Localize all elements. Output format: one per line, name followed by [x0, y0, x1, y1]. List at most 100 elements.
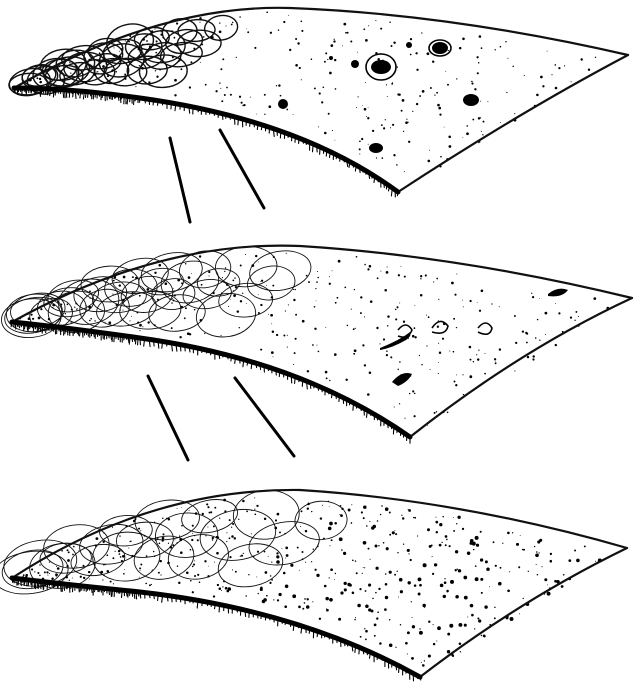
speckle	[44, 571, 46, 573]
speckle	[348, 509, 351, 512]
speckle	[397, 571, 398, 572]
lesion	[351, 60, 359, 68]
speckle	[96, 71, 97, 72]
speckle	[453, 517, 454, 518]
speckle	[363, 28, 365, 30]
speckle	[480, 578, 483, 581]
speckle	[125, 78, 127, 80]
speckle	[514, 113, 515, 114]
speckle	[285, 547, 288, 550]
speckle	[246, 511, 248, 513]
edge-hair	[245, 610, 246, 616]
edge-hair	[388, 422, 389, 428]
edge-hair	[355, 646, 356, 653]
edge-hair	[237, 608, 238, 612]
speckle	[428, 654, 431, 657]
speckle	[254, 509, 255, 510]
speckle	[199, 17, 201, 19]
speckle	[115, 551, 116, 552]
speckle	[85, 82, 88, 85]
speckle	[424, 607, 425, 608]
speckle	[181, 282, 183, 284]
speckle	[110, 581, 112, 583]
speckle	[344, 287, 346, 289]
speckle	[250, 97, 251, 98]
edge-hair	[202, 601, 203, 605]
speckle	[269, 582, 271, 584]
speckle	[133, 520, 136, 523]
speckle	[316, 281, 318, 283]
speckle	[190, 549, 192, 551]
speckle	[575, 311, 577, 313]
speckle	[397, 66, 398, 67]
speckle	[251, 510, 252, 511]
edge-hair	[13, 578, 14, 583]
speckle	[155, 539, 157, 541]
speckle	[153, 551, 155, 553]
speckle	[536, 94, 539, 97]
speckle	[266, 285, 267, 286]
speckle	[392, 124, 394, 126]
edge-hair	[118, 590, 119, 593]
speckle	[372, 130, 374, 132]
speckle	[385, 507, 389, 511]
speckle	[325, 52, 327, 54]
speckle	[240, 265, 242, 267]
speckle	[219, 587, 222, 590]
speckle	[481, 289, 484, 292]
speckle	[299, 570, 300, 571]
speckle	[477, 72, 479, 74]
speckle	[239, 16, 241, 18]
speckle	[383, 127, 385, 129]
speckle	[368, 107, 369, 108]
speckle	[199, 581, 201, 583]
speckle	[389, 644, 393, 648]
speckle	[263, 598, 267, 602]
sheet-2	[0, 245, 632, 444]
speckle	[235, 571, 237, 573]
speckle	[208, 271, 210, 273]
speckle	[439, 523, 442, 526]
speckle	[211, 36, 214, 39]
speckle	[60, 71, 61, 72]
speckle	[320, 517, 322, 519]
speckle	[177, 565, 179, 567]
speckle	[271, 579, 273, 581]
speckle	[276, 555, 279, 558]
speckle	[142, 44, 144, 46]
speckle	[67, 549, 69, 551]
speckle	[132, 292, 134, 294]
edge-hair	[31, 580, 32, 584]
speckle	[332, 130, 333, 131]
speckle	[278, 84, 280, 86]
speckle	[453, 351, 455, 353]
speckle	[293, 289, 294, 290]
speckle	[422, 90, 425, 93]
speckle	[384, 289, 387, 292]
edge-hair	[82, 91, 83, 94]
speckle	[215, 90, 217, 92]
speckle	[328, 527, 332, 531]
speckle	[414, 584, 417, 587]
speckle	[368, 144, 369, 145]
speckle	[403, 321, 405, 323]
speckle	[419, 95, 421, 97]
speckle	[442, 338, 444, 340]
speckle	[119, 535, 120, 536]
speckle	[419, 631, 423, 635]
speckle	[408, 141, 410, 143]
speckle	[399, 403, 400, 404]
speckle	[317, 277, 319, 279]
speckle	[192, 566, 194, 568]
speckle	[194, 575, 196, 577]
speckle	[210, 511, 212, 513]
speckle	[143, 38, 145, 40]
speckle	[365, 630, 368, 633]
speckle	[389, 571, 392, 574]
speckle	[307, 598, 309, 600]
speckle	[487, 101, 488, 102]
speckle	[119, 553, 121, 555]
speckle	[386, 271, 389, 274]
edge-hair	[185, 345, 186, 351]
speckle	[580, 58, 582, 60]
